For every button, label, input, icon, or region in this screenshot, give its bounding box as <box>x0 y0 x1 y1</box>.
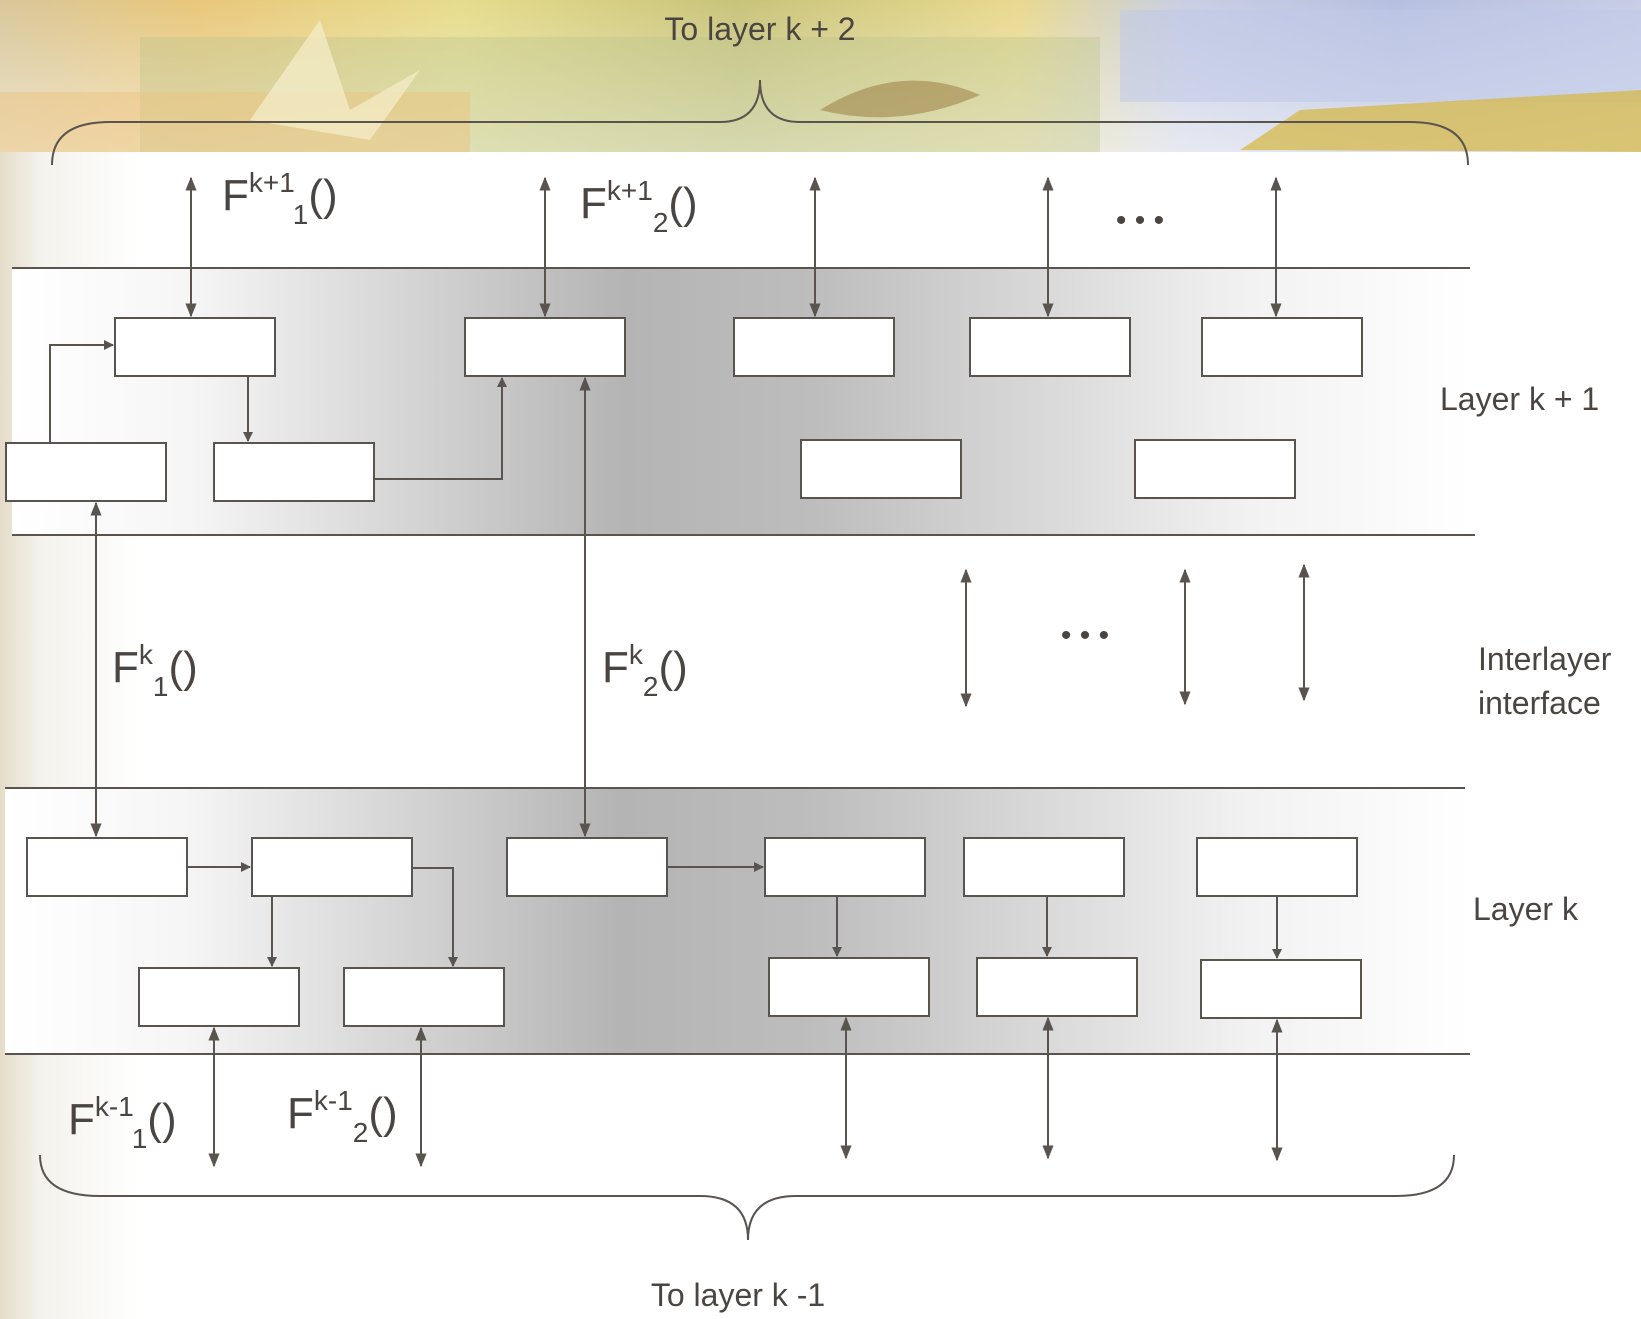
modules <box>5 317 1363 1027</box>
module-box <box>213 442 375 502</box>
module-box <box>1196 837 1358 897</box>
top-target-label: To layer k + 2 <box>664 11 855 47</box>
ellipsis-top: • • • <box>1116 204 1164 237</box>
function-label-k-1: Fk1() <box>112 639 198 702</box>
module-box <box>251 837 413 897</box>
module-box <box>963 837 1125 897</box>
function-label-k-plus-1-1: Fk+11() <box>222 167 338 230</box>
function-label-k-minus-1-1: Fk-11() <box>68 1091 177 1154</box>
layer-lower-label: Layer k <box>1473 891 1579 927</box>
function-label-k-plus-1-2: Fk+12() <box>580 175 698 238</box>
module-box <box>800 439 962 499</box>
layer-upper-label: Layer k + 1 <box>1440 381 1599 417</box>
interlayer-label-line2: interface <box>1478 685 1601 721</box>
function-label-k-2: Fk2() <box>602 639 688 702</box>
module-box <box>969 317 1131 377</box>
module-box <box>1201 317 1363 377</box>
bottom-brace <box>39 1154 1455 1241</box>
module-box <box>138 967 300 1027</box>
function-label-k-minus-1-2: Fk-12() <box>287 1085 398 1148</box>
arrow-internal <box>412 867 458 967</box>
module-box <box>114 317 276 377</box>
top-brace <box>51 79 1469 166</box>
module-box <box>733 317 895 377</box>
bottom-target-label: To layer k -1 <box>651 1277 825 1313</box>
connectors <box>49 176 1310 1168</box>
arrow-internal <box>49 340 114 443</box>
module-box <box>768 957 930 1017</box>
module-box <box>764 837 926 897</box>
module-box <box>506 837 668 897</box>
layer-boundaries <box>5 267 1475 1055</box>
module-box <box>1200 959 1362 1019</box>
interlayer-label-line1: Interlayer <box>1478 641 1612 677</box>
decorative-banner <box>0 0 1641 152</box>
module-box <box>343 967 505 1027</box>
ellipsis-middle: • • • <box>1061 619 1109 652</box>
module-box <box>1134 439 1296 499</box>
module-box <box>26 837 188 897</box>
module-box <box>464 317 626 377</box>
arrow-internal <box>374 377 507 480</box>
module-box <box>5 442 167 502</box>
module-box <box>976 957 1138 1017</box>
